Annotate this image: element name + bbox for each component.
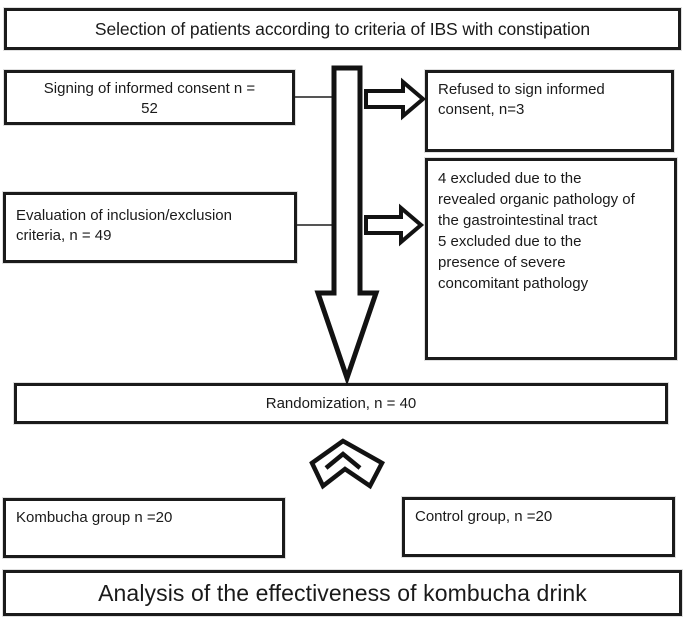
down-arrow-icon [314, 65, 380, 386]
top-title-box: Selection of patients according to crite… [4, 8, 681, 50]
right-arrow-icon [364, 203, 425, 247]
consent-box: Signing of informed consent n =52 [4, 70, 295, 125]
randomization-box: Randomization, n = 40 [14, 383, 668, 424]
control-group-text: Control group, n =20 [415, 508, 553, 525]
bottom-title-box: Analysis of the effectiveness of kombuch… [3, 570, 682, 616]
kombucha-group-text: Kombucha group n =20 [16, 509, 173, 526]
split-arrow-icon [309, 438, 386, 490]
consent-text: Signing of informed consent n =52 [43, 80, 256, 117]
top-title-text: Selection of patients according to crite… [94, 19, 591, 39]
control-group-box: Control group, n =20 [402, 497, 675, 557]
right-arrow-icon [364, 77, 427, 121]
kombucha-group-box: Kombucha group n =20 [3, 498, 285, 558]
bottom-title-text: Analysis of the effectiveness of kombuch… [98, 580, 587, 606]
randomization-text: Randomization, n = 40 [265, 394, 417, 412]
